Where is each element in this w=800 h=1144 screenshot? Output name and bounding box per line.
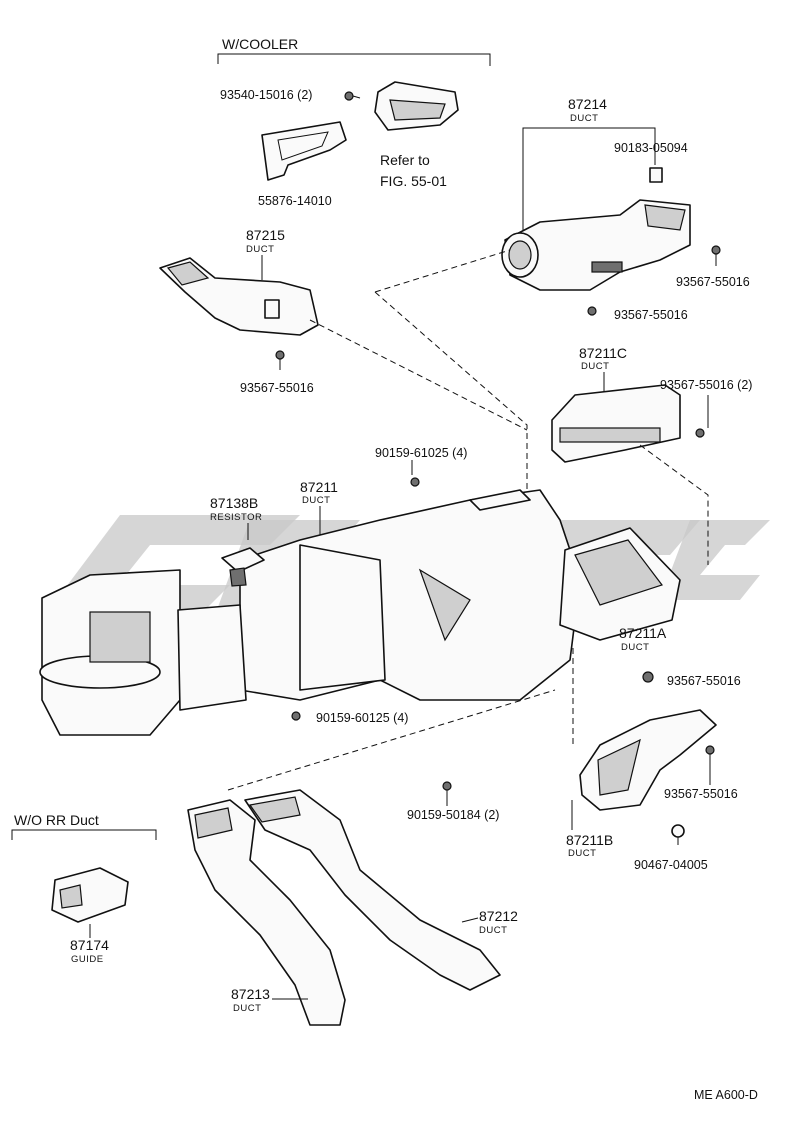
refer-line2: FIG. 55-01 <box>380 173 447 189</box>
cooler-unit-part <box>374 81 459 131</box>
duct-87211a-group: 87211A DUCT 93567-55016 <box>559 527 741 688</box>
screw-93540 <box>344 91 361 101</box>
label-93567-a: 93567-55016 <box>676 275 750 289</box>
refer-line1: Refer to <box>380 152 430 168</box>
sub-87138b: RESISTOR <box>210 512 262 523</box>
screw-93567-a <box>711 245 721 266</box>
clip-90183 <box>649 167 663 183</box>
assembly-guide-lines <box>227 249 709 791</box>
screw-90159-50184 <box>442 781 452 806</box>
label-93567-d: 93567-55016 (2) <box>660 378 752 392</box>
label-93567-e: 93567-55016 <box>667 674 741 688</box>
duct-87211a-part <box>559 527 681 641</box>
label-55876: 55876-14010 <box>258 194 332 208</box>
label-90467: 90467-04005 <box>634 858 708 872</box>
screw-90159-61025 <box>410 460 420 487</box>
label-93567-c: 93567-55016 <box>240 381 314 395</box>
label-87214: 87214 <box>568 96 607 112</box>
label-87138b: 87138B <box>210 495 258 511</box>
label-93540: 93540-15016 (2) <box>220 88 312 102</box>
label-87211c: 87211C <box>579 345 627 361</box>
screw-93567-d <box>695 395 709 438</box>
duct-87214-part <box>501 199 691 291</box>
screw-93567-c <box>275 350 285 370</box>
heater-body-part <box>239 489 581 701</box>
label-93567-b: 93567-55016 <box>614 308 688 322</box>
w-cooler-header: W/COOLER <box>222 36 298 52</box>
duct-87213-part <box>187 799 346 1026</box>
label-90159-50184: 90159-50184 (2) <box>407 808 499 822</box>
screw-93567-b <box>587 306 597 316</box>
duct-87215-group: 87215 DUCT 93567-55016 <box>159 227 319 395</box>
nut-93567-e <box>642 671 654 683</box>
diagram-code: ME A600-D <box>694 1088 758 1102</box>
w-cooler-group: W/COOLER 93540-15016 (2) Refer to FIG. 5… <box>217 36 491 208</box>
wo-rr-duct-group: W/O RR Duct 87174 GUIDE <box>11 812 157 965</box>
label-87211a: 87211A <box>619 625 667 641</box>
rear-ducts-group: 87212 DUCT 87213 DUCT <box>187 789 518 1026</box>
sub-87211a: DUCT <box>621 642 649 653</box>
sub-87215: DUCT <box>246 244 274 255</box>
label-87215: 87215 <box>246 227 285 243</box>
duct-87215-part <box>159 257 319 336</box>
guide-87174-part <box>51 867 129 923</box>
duct-87212-part <box>244 789 501 991</box>
sub-87212: DUCT <box>479 925 507 936</box>
duct-87211b-group: 93567-55016 87211B DUCT 90467-04005 <box>566 709 738 872</box>
blower-unit-part <box>39 569 247 736</box>
resistor-87138b-group: 87138B RESISTOR <box>210 495 265 587</box>
sub-87211: DUCT <box>302 495 330 506</box>
sub-87214: DUCT <box>570 113 598 124</box>
label-87211b: 87211B <box>566 832 613 848</box>
screw-93567-f <box>705 745 715 785</box>
label-87174: 87174 <box>70 937 109 953</box>
clip-90467 <box>671 824 685 845</box>
duct-87211-group: 87211 DUCT <box>39 479 581 736</box>
duct-87211c-part <box>551 384 681 463</box>
label-93567-f: 93567-55016 <box>664 787 738 801</box>
label-87212: 87212 <box>479 908 518 924</box>
label-87213: 87213 <box>231 986 270 1002</box>
label-90183: 90183-05094 <box>614 141 688 155</box>
label-90159-60125: 90159-60125 (4) <box>316 711 408 725</box>
sub-87213: DUCT <box>233 1003 261 1014</box>
sub-87211c: DUCT <box>581 361 609 372</box>
resistor-part <box>221 547 265 587</box>
duct-87211c-group: 87211C DUCT 93567-55016 (2) <box>551 345 752 463</box>
sub-87174: GUIDE <box>71 954 104 965</box>
screw-90159-60125 <box>291 711 301 721</box>
sub-87211b: DUCT <box>568 848 596 859</box>
duct-87214-group: 87214 DUCT 90183-05094 93567-55016 93567… <box>501 96 750 322</box>
wo-rr-duct-header: W/O RR Duct <box>14 812 99 828</box>
gasket-55876 <box>261 121 347 181</box>
label-87211: 87211 <box>300 479 338 495</box>
duct-87211b-part <box>579 709 717 811</box>
label-90159-61025: 90159-61025 (4) <box>375 446 467 460</box>
